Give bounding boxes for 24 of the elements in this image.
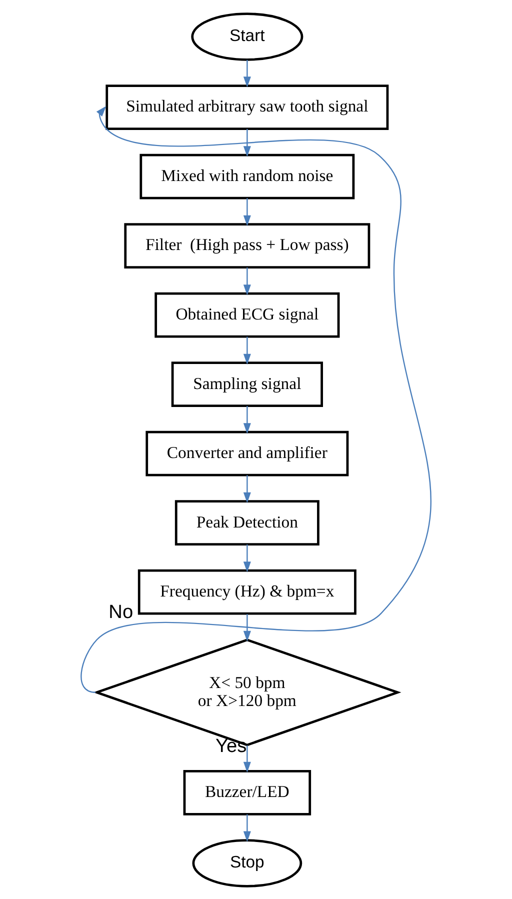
- node-box: Converter and amplifier: [146, 430, 349, 476]
- arrow: [243, 474, 251, 503]
- node-box: Buzzer/LED: [183, 770, 312, 815]
- node-box: Peak Detection: [174, 500, 320, 546]
- node-box: Filter (High pass + Low pass): [124, 222, 370, 268]
- arrow: [243, 814, 251, 842]
- edge-label: No: [108, 602, 134, 623]
- node-box: Obtained ECG signal: [154, 292, 340, 338]
- node-ellipse: Stop: [192, 838, 302, 887]
- arrow: [243, 336, 251, 364]
- node-box: Mixed with random noise: [140, 153, 355, 199]
- node-box: Frequency (Hz) & bpm=x: [138, 568, 356, 614]
- node-ellipse: Start: [191, 12, 304, 60]
- arrow: [243, 744, 251, 772]
- arrow: [243, 544, 251, 572]
- arrow: [243, 405, 251, 434]
- node-box: Sampling signal: [171, 361, 323, 407]
- arrow: [243, 266, 251, 295]
- arrow: [243, 59, 251, 87]
- arrow: [80, 105, 432, 692]
- arrow: [243, 198, 251, 226]
- arrow: [243, 614, 251, 642]
- node-box: Simulated arbitrary saw tooth signal: [106, 84, 389, 130]
- arrow: [243, 128, 251, 156]
